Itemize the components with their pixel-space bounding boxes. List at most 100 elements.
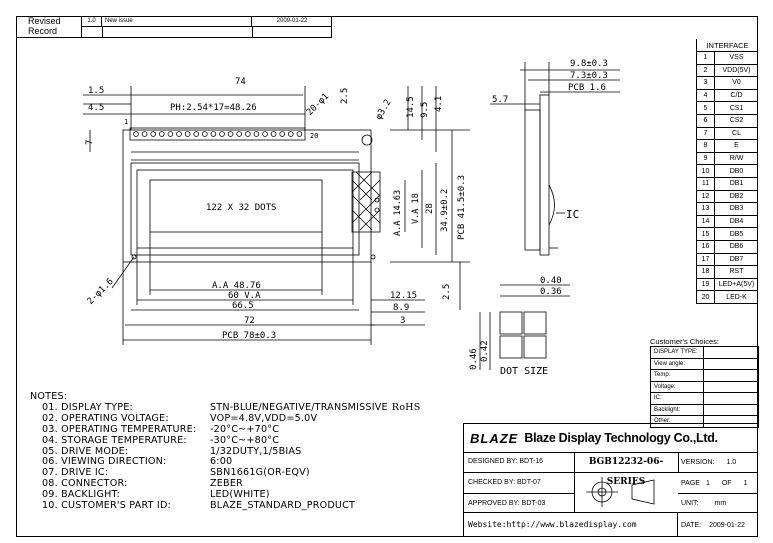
note-item: 04. STORAGE TEMPERATURE:-30°C~+80°C (42, 434, 421, 447)
company-name: Blaze Display Technology Co.,Ltd. (524, 431, 718, 445)
note-value: ZEBER (210, 478, 243, 490)
revision-divider (82, 26, 331, 27)
note-item: 10. CUSTOMER'S PART ID:BLAZE_STANDARD_PR… (42, 500, 421, 512)
pin-number: 13 (697, 203, 715, 215)
driver-ic-area (351, 171, 381, 233)
of-label: OF (721, 479, 732, 487)
pin-hole (184, 131, 191, 137)
pin-number: 5 (697, 102, 715, 114)
checked-by: CHECKED BY: BDT-07 (464, 473, 574, 494)
customer-choices-title: Customer's Choices: (650, 337, 719, 346)
company-logo: BLAZE (470, 430, 519, 446)
dim-side-5-7: 5.7 (492, 95, 508, 105)
revision-cell (102, 27, 103, 37)
dim-side-9-8: 9.8±0.3 (570, 59, 608, 69)
dim-1-5: 1.5 (88, 86, 104, 96)
customer-choice-value[interactable] (704, 416, 759, 427)
pin-hole (287, 131, 294, 137)
part-number: BGB12232-06-SERIES (574, 452, 679, 487)
revision-number: 1.0 (82, 16, 102, 27)
customer-choice-value[interactable] (704, 393, 759, 404)
dim-14-5: 14.5 (406, 96, 416, 118)
note-value: -20°C~+70°C (210, 423, 280, 435)
lcd-resolution-label: 122 X 32 DOTS (206, 203, 276, 213)
date-label: DATE: (681, 521, 702, 529)
dim-aa-height: A.A 14.63 (393, 190, 403, 236)
dim-overall-width: 74 (235, 77, 246, 87)
note-key: 05. DRIVE MODE: (42, 445, 129, 457)
pin-number: 11 (697, 177, 715, 190)
pin-number: 2 (697, 64, 715, 77)
pin-hole (159, 131, 165, 137)
date-row: DATE: 2009-01-22 (678, 513, 757, 537)
pin-hole (219, 131, 225, 137)
customer-choice-value[interactable] (704, 347, 759, 358)
side-view-panel (524, 109, 541, 251)
note-item: 07. DRIVE IC: SBN1661G(OR-EQV) (42, 467, 421, 479)
pin-number: 9 (697, 152, 715, 165)
pcb-outline (122, 129, 372, 263)
note-value: LED(WHITE) (210, 489, 270, 501)
ic-label: IC (566, 208, 579, 221)
pin-hole (262, 131, 268, 137)
note-value: BLAZE_STANDARD_PRODUCT (210, 500, 356, 512)
page-row: PAGE 1 OF 1 (678, 473, 757, 494)
note-value: -30°C~+80°C (210, 434, 280, 446)
note-value: VOP=4.8V,VDD=5.0V (210, 412, 318, 424)
note-value: 1/32DUTY,1/5BIAS (210, 445, 302, 457)
pin-signal: DB1 (729, 180, 744, 188)
note-value: 6:00 (210, 456, 233, 468)
dim-3: 3 (400, 316, 405, 326)
pin-number: 15 (697, 228, 715, 240)
dim-dot-0-46: 0.46 (469, 348, 479, 370)
pin-signal: DB6 (729, 243, 744, 251)
pin-hole (227, 131, 234, 137)
customer-choice-label: Voltage: (651, 381, 704, 392)
dim-pcb-width: PCB 78±0.3 (222, 331, 276, 341)
dim-aa-width: A.A 48.76 (212, 281, 261, 291)
interface-pin-row: 7 CL (697, 127, 758, 141)
customer-choice-value[interactable] (704, 358, 759, 369)
pin-hole (210, 131, 217, 137)
title-block: BLAZE Blaze Display Technology Co.,Ltd. … (463, 423, 758, 537)
drawing-frame (16, 16, 758, 537)
dim-2-5-top: 2.5 (340, 88, 350, 104)
dim-dot-0-40: 0.40 (540, 276, 562, 286)
note-item: 03. OPERATING TEMPERATURE:-20°C~+70°C (42, 423, 421, 436)
pin-signal: RST (729, 268, 744, 276)
customer-choice-value[interactable] (704, 381, 759, 392)
note-key: 07. DRIVE IC: (42, 467, 109, 479)
customer-choice-label: Other: (651, 416, 704, 427)
pin-signal: CS2 (729, 117, 744, 125)
dim-mount-hole: 2-φ1.6 (86, 277, 116, 307)
approved-by: APPROVED BY: BDT-03 (468, 500, 546, 507)
pin-signal: LED+A(5V) (718, 280, 755, 288)
notes-title: NOTES: (30, 391, 68, 402)
pin-20-label: 20 (310, 132, 318, 140)
meta-column: VERSION: 1.0 PAGE 1 OF 1 UNIT: mm (678, 452, 757, 512)
footer-row: Website:http://www.blazedisplay.com DATE… (464, 512, 757, 537)
page-label: PAGE (681, 479, 700, 487)
pin-number: 7 (697, 127, 715, 140)
note-key: 02. OPERATING VOLTAGE: (42, 412, 169, 424)
customer-choice-value[interactable] (704, 404, 759, 415)
pin-hole (245, 131, 251, 137)
pin-signal: DB0 (729, 167, 744, 175)
pin-signal: DB2 (729, 192, 744, 200)
note-key: 01. DISPLAY TYPE: (42, 401, 133, 413)
customer-choice-value[interactable] (704, 370, 759, 381)
pin-signal: E (734, 142, 739, 150)
dim-va-width: 60 V.A (228, 291, 261, 301)
pin-number: 17 (697, 253, 715, 266)
dot-pixel (499, 335, 523, 359)
pin-hole (176, 131, 182, 137)
pin-signal: CL (732, 129, 741, 137)
note-value: SBN1661G(OR-EQV) (210, 467, 310, 479)
dot-pixel (523, 311, 547, 335)
customer-choice-label: Temp: (651, 370, 704, 381)
